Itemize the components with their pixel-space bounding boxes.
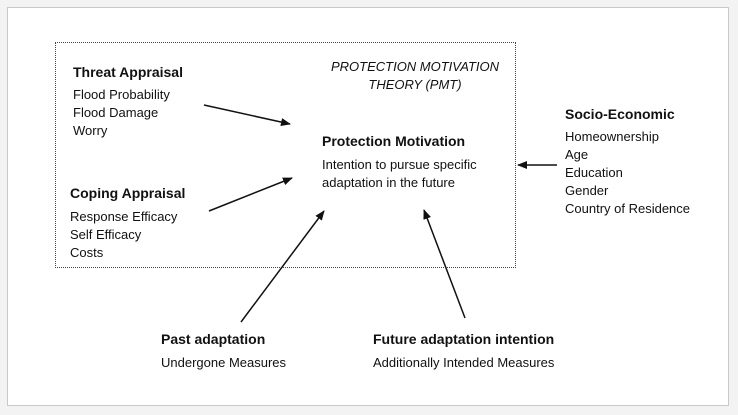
socio-economic-title: Socio-Economic (565, 106, 675, 122)
protection-motivation-list: Intention to pursue specific adaptation … (322, 156, 477, 192)
protection-item: Intention to pursue specific (322, 157, 477, 172)
arrow-future-to-protection (423, 209, 466, 319)
threat-appraisal-title: Threat Appraisal (73, 64, 183, 80)
socio-item: Age (565, 147, 589, 162)
socio-item: Education (565, 165, 623, 180)
threat-item: Flood Probability (73, 87, 170, 102)
past-adaptation-item: Undergone Measures (161, 355, 287, 370)
protection-item: adaptation in the future (322, 175, 455, 190)
coping-appraisal-list: Response Efficacy Self Efficacy Costs (70, 208, 177, 262)
past-adaptation-title: Past adaptation (161, 331, 266, 347)
socio-item: Homeownership (565, 129, 659, 144)
coping-item: Costs (70, 245, 104, 260)
socio-item: Gender (565, 183, 609, 198)
diagram-frame (7, 7, 729, 406)
future-adaptation-item: Additionally Intended Measures (373, 355, 555, 370)
arrow-coping-to-protection (208, 177, 293, 212)
coping-item: Self Efficacy (70, 227, 142, 242)
future-adaptation-title: Future adaptation intention (373, 331, 555, 347)
pmt-dotted-box (55, 42, 516, 268)
pmt-theory-label: PROTECTION MOTIVATION THEORY (PMT) (330, 58, 500, 94)
socio-item: Country of Residence (565, 201, 691, 216)
arrow-past-to-protection (240, 210, 325, 323)
threat-item: Worry (73, 123, 108, 138)
threat-appraisal-list: Flood Probability Flood Damage Worry (73, 86, 170, 140)
coping-item: Response Efficacy (70, 209, 178, 224)
arrow-threat-to-protection (203, 104, 291, 126)
coping-appraisal-title: Coping Appraisal (70, 185, 186, 201)
protection-motivation-title: Protection Motivation (322, 133, 466, 149)
threat-item: Flood Damage (73, 105, 159, 120)
socio-economic-list: Homeownership Age Education Gender Count… (565, 128, 690, 218)
pmt-label-line-2: THEORY (PMT) (368, 77, 462, 92)
pmt-label-line-1: PROTECTION MOTIVATION (330, 59, 500, 74)
